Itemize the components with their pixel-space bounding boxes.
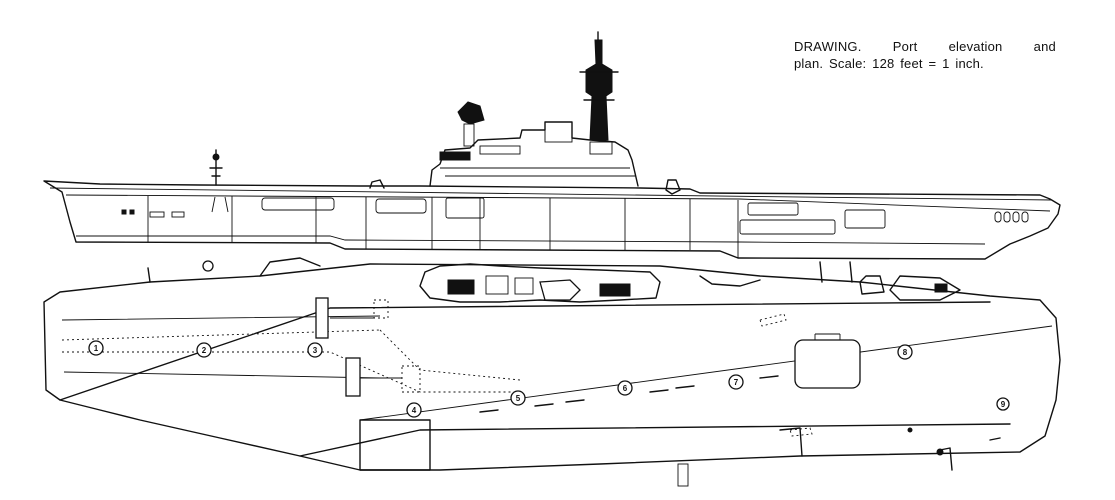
elevation-frames <box>147 196 739 258</box>
plan-catapults <box>315 297 421 397</box>
position-marker: 9 <box>996 397 1010 411</box>
plan-view: 1 2 3 4 5 <box>43 257 1061 487</box>
caption-line-2: plan. Scale: 128 feet = 1 inch. <box>794 56 984 71</box>
position-marker: 2 <box>196 342 212 358</box>
position-marker: 4 <box>406 402 422 418</box>
caption-line-1: DRAWING. Port elevation and <box>794 38 1056 55</box>
position-marker: 3 <box>307 342 323 358</box>
position-marker: 5 <box>510 390 526 406</box>
plan-landing-line <box>359 325 1053 421</box>
position-marker-label: 7 <box>734 378 739 387</box>
plan-angled-deck <box>59 301 1011 457</box>
position-marker-label: 3 <box>313 346 318 355</box>
position-marker-label: 1 <box>94 344 99 353</box>
plan-deck-outline <box>43 263 1061 471</box>
position-marker-label: 2 <box>202 346 207 355</box>
elevation-gallery-deck <box>65 194 1051 212</box>
island-superstructure <box>209 31 681 195</box>
caption-word: DRAWING. <box>794 39 862 54</box>
position-marker-label: 5 <box>516 394 521 403</box>
elevation-flight-deck <box>49 187 1053 201</box>
position-marker-label: 4 <box>412 406 417 415</box>
position-marker: 7 <box>728 374 744 390</box>
plan-island <box>419 263 661 303</box>
plan-dotted-guide <box>61 329 521 393</box>
elevation-hull <box>43 180 1061 260</box>
drawing-caption: DRAWING. Port elevation and plan. Scale:… <box>794 38 1056 72</box>
plan-centreline <box>61 315 381 379</box>
position-marker-label: 9 <box>1001 400 1006 409</box>
caption-word: Port <box>892 39 918 54</box>
caption-word: elevation <box>948 39 1003 54</box>
position-marker: 1 <box>88 340 104 356</box>
plan-sponsons <box>147 257 1009 487</box>
plan-stern-marking <box>789 427 813 437</box>
plan-dashed-line <box>479 375 779 413</box>
caption-word: and <box>1033 39 1056 54</box>
port-elevation <box>43 31 1061 260</box>
position-marker: 8 <box>897 344 913 360</box>
position-marker-label: 6 <box>623 384 628 393</box>
position-marker-label: 8 <box>903 348 908 357</box>
plan-aft-marking <box>759 313 787 327</box>
forward-lift <box>794 333 861 389</box>
elevation-openings <box>121 196 1029 235</box>
position-markers: 1 2 3 4 5 <box>88 340 1010 418</box>
elevation-waterline <box>76 235 986 245</box>
position-marker: 6 <box>617 380 633 396</box>
